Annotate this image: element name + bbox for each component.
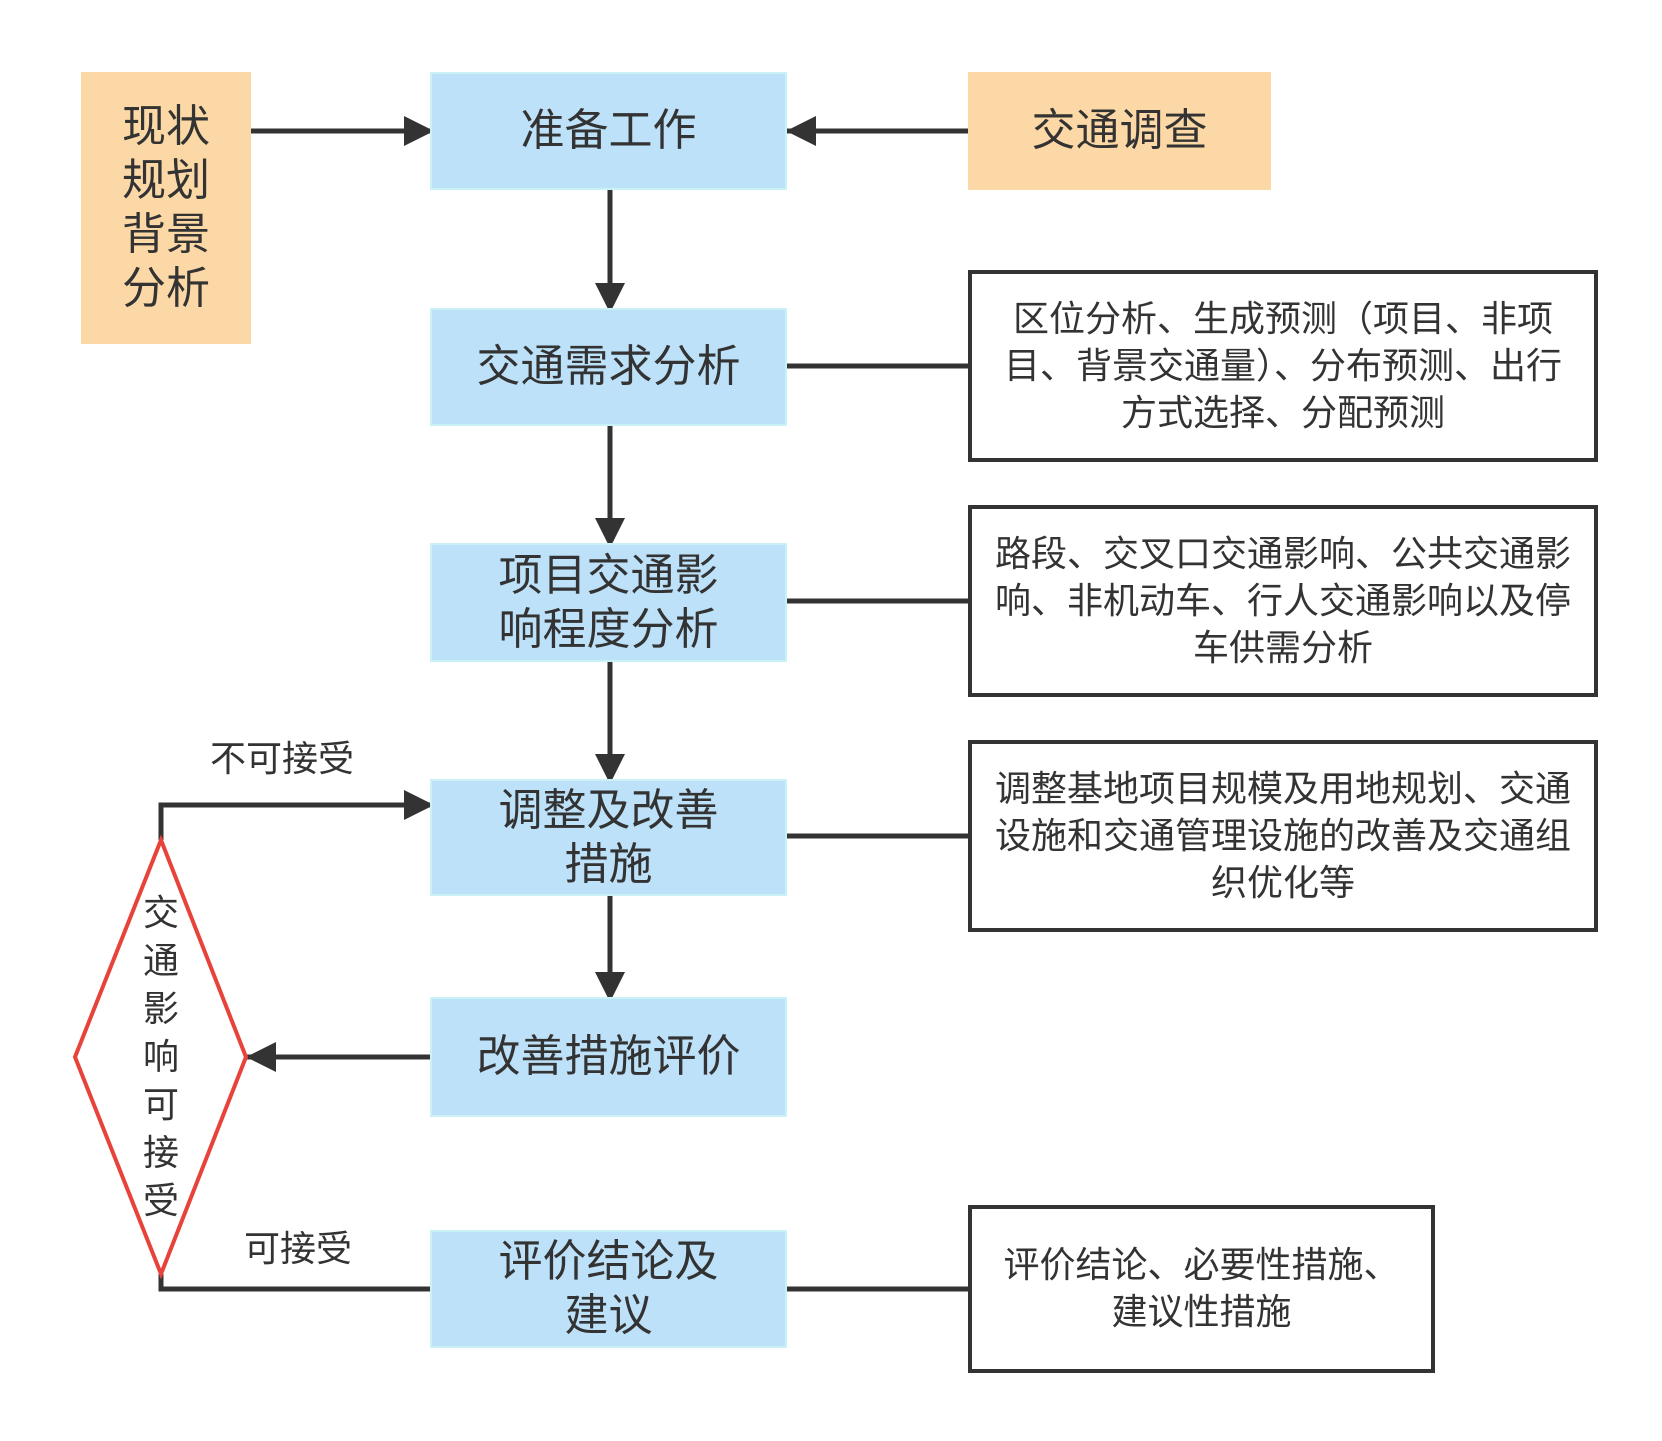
side-box-right: 交通调查 xyxy=(968,72,1271,190)
note-conclusion: 评价结论、必要性措施、建议性措施 xyxy=(968,1205,1435,1373)
step-measure-evaluation-text: 改善措施评价 xyxy=(476,1031,741,1082)
step-demand-analysis: 交通需求分析 xyxy=(430,308,787,426)
decision-diamond xyxy=(72,834,249,1280)
step-preparation-text: 准备工作 xyxy=(520,105,697,156)
note-demand-text: 区位分析、生成预测（项目、非项目、背景交通量）、分布预测、出行方式选择、分配预测 xyxy=(1003,298,1562,434)
side-box-left: 现状规划背景分析 xyxy=(81,72,251,344)
note-improvement: 调整基地项目规模及用地规划、交通设施和交通管理设施的改善及交通组织优化等 xyxy=(968,740,1598,932)
step-measure-evaluation: 改善措施评价 xyxy=(430,997,787,1117)
step-improvement-measures: 调整及改善措施 xyxy=(430,779,787,896)
step-preparation: 准备工作 xyxy=(430,72,787,190)
step-impact-analysis-text: 项目交通影响程度分析 xyxy=(498,549,719,655)
side-box-right-text: 交通调查 xyxy=(1031,105,1208,156)
side-box-left-text: 现状规划背景分析 xyxy=(122,101,210,314)
note-demand: 区位分析、生成预测（项目、非项目、背景交通量）、分布预测、出行方式选择、分配预测 xyxy=(968,270,1598,462)
note-improvement-text: 调整基地项目规模及用地规划、交通设施和交通管理设施的改善及交通组织优化等 xyxy=(994,768,1571,904)
label-accept: 可接受 xyxy=(244,1229,353,1270)
label-reject: 不可接受 xyxy=(210,739,355,780)
line-accept-path xyxy=(158,1274,430,1292)
step-conclusion-text: 评价结论及建议 xyxy=(498,1236,719,1341)
step-improvement-measures-text: 调整及改善措施 xyxy=(498,784,719,890)
step-demand-analysis-text: 交通需求分析 xyxy=(476,341,741,392)
note-impact: 路段、交叉口交通影响、公共交通影响、非机动车、行人交通影响以及停车供需分析 xyxy=(968,505,1598,697)
step-conclusion: 评价结论及建议 xyxy=(430,1230,787,1348)
arrow-reject-path xyxy=(158,790,434,840)
decision-label: 交通影响可接受 xyxy=(142,893,179,1222)
note-conclusion-text: 评价结论、必要性措施、建议性措施 xyxy=(1003,1245,1400,1333)
note-impact-text: 路段、交叉口交通影响、公共交通影响、非机动车、行人交通影响以及停车供需分析 xyxy=(994,533,1571,669)
step-impact-analysis: 项目交通影响程度分析 xyxy=(430,543,787,662)
